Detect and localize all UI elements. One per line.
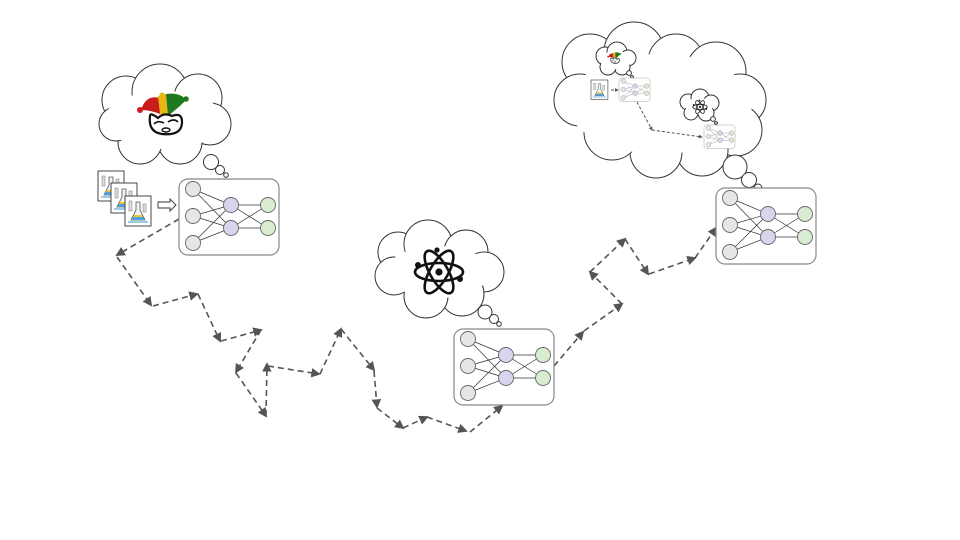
thought-cloud-1 — [98, 63, 232, 178]
mini-thought-jester — [595, 41, 637, 79]
lab-flask-icon — [590, 79, 609, 100]
neural-network-2 — [453, 328, 555, 406]
input-arrow-icon — [157, 197, 177, 213]
neural-network-1 — [178, 178, 280, 256]
mini-network-1 — [618, 77, 651, 102]
thought-cloud-3 — [553, 21, 767, 193]
trajectory-path — [115, 218, 718, 433]
mini-network-2 — [703, 124, 736, 149]
neural-network-3 — [715, 187, 817, 265]
thought-cloud-2 — [374, 219, 505, 327]
mini-thought-atom — [679, 88, 720, 125]
lab-flask-icon — [124, 195, 152, 227]
lab-flask-cards — [97, 170, 152, 227]
